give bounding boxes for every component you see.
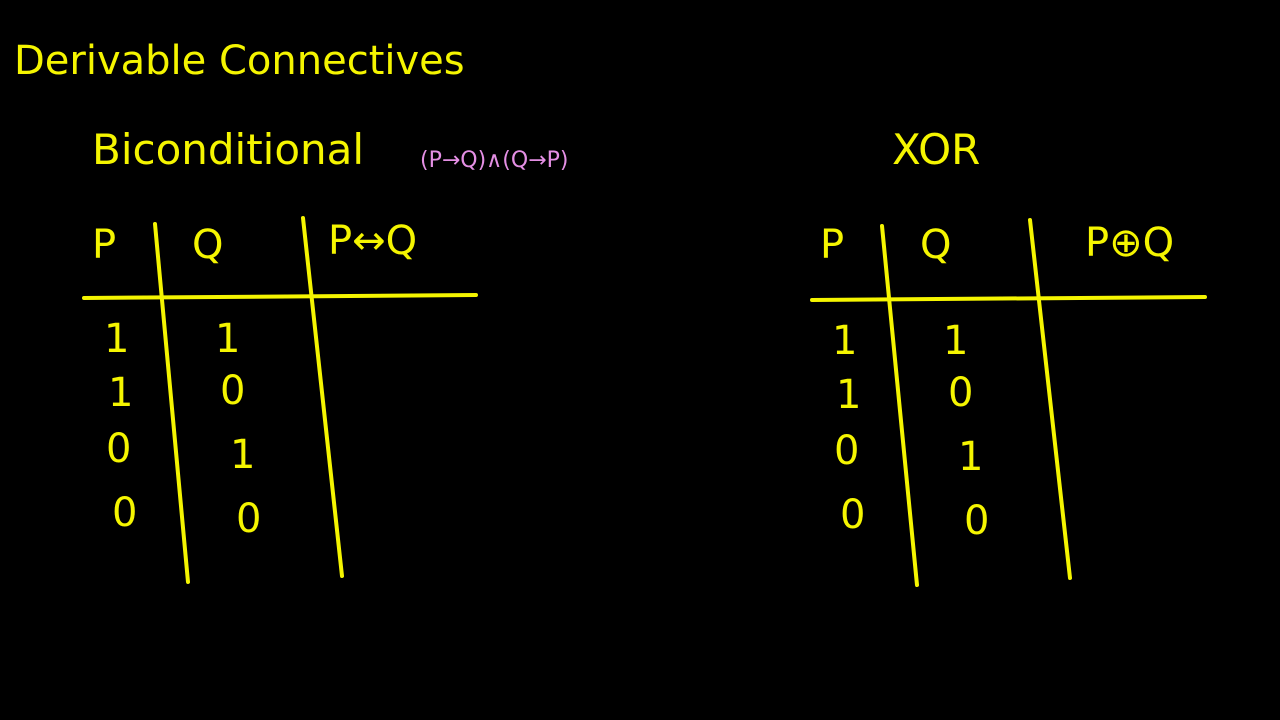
xor-row3-q: 1: [958, 434, 984, 480]
xor-row2-p: 1: [836, 372, 862, 418]
xor-row2-q: 0: [948, 370, 974, 416]
bicond-header-result: P↔Q: [328, 218, 418, 264]
bicond-row3-p: 0: [106, 426, 132, 472]
xor-row1-p: 1: [832, 318, 858, 364]
bicond-row3-q: 1: [230, 432, 256, 478]
bicond-row1-p: 1: [104, 316, 130, 362]
biconditional-annotation: (P→Q)∧(Q→P): [420, 148, 569, 173]
xor-header-q: Q: [920, 222, 952, 268]
bicond-row2-q: 0: [220, 368, 246, 414]
xor-row4-p: 0: [840, 492, 866, 538]
biconditional-heading: Biconditional: [92, 125, 365, 174]
bicond-row1-q: 1: [215, 316, 241, 362]
xor-row1-q: 1: [943, 318, 969, 364]
bicond-row2-p: 1: [108, 370, 134, 416]
page-title: Derivable Connectives: [14, 38, 465, 84]
bicond-row4-p: 0: [112, 490, 138, 536]
xor-row4-q: 0: [964, 498, 990, 544]
bicond-row4-q: 0: [236, 496, 262, 542]
bicond-header-q: Q: [192, 222, 224, 268]
xor-header-p: P: [820, 222, 845, 268]
bicond-header-p: P: [92, 222, 117, 268]
xor-row3-p: 0: [834, 428, 860, 474]
xor-header-result: P⊕Q: [1085, 220, 1175, 266]
xor-heading: XOR: [892, 125, 981, 174]
